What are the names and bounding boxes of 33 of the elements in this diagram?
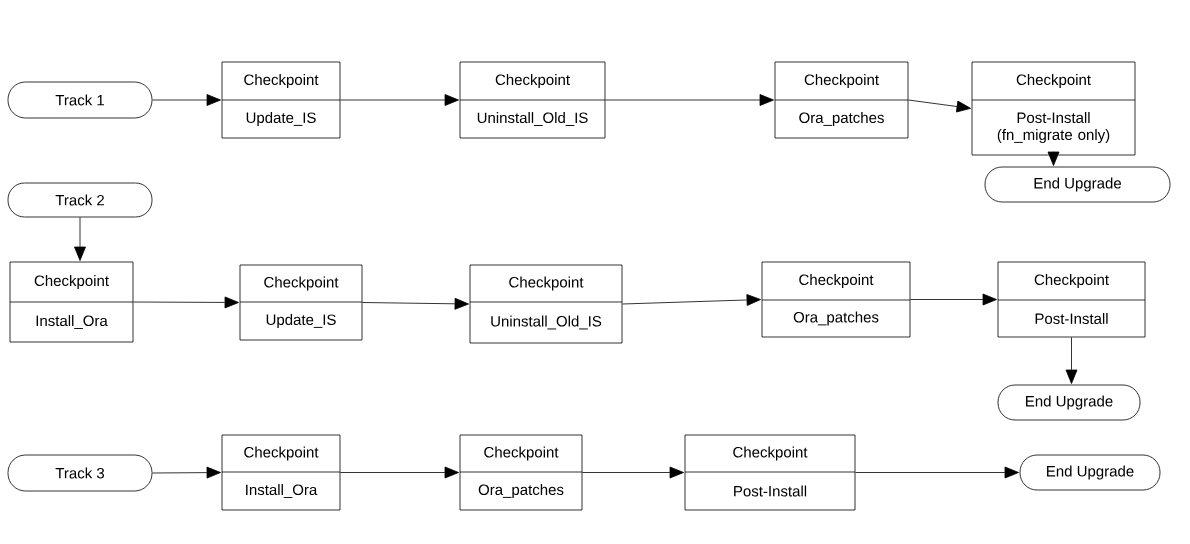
checkpoint-box: Checkpoint Ora_patches (459, 434, 583, 511)
checkpoint-box: Checkpoint Post-Install (997, 261, 1146, 338)
arrow (152, 94, 221, 106)
terminal: Track 1 (7, 81, 153, 119)
terminal: Track 2 (7, 182, 153, 218)
checkpoint-box: Checkpoint Ora_patches (761, 261, 911, 338)
arrow (908, 99, 971, 113)
arrow (152, 466, 221, 479)
arrow (855, 466, 1019, 479)
arrow (605, 94, 774, 106)
arrow (362, 297, 469, 310)
checkpoint-box: Checkpoint Ora_patches (774, 61, 909, 139)
checkpoint-box: Checkpoint Update_IS (221, 61, 341, 139)
arrow (910, 293, 997, 306)
arrow (340, 94, 459, 106)
arrow (133, 296, 239, 309)
terminal: End Upgrade (1019, 454, 1161, 491)
checkpoint-box: Checkpoint Uninstall_Old_IS (469, 264, 623, 344)
terminal: End Upgrade (984, 166, 1171, 203)
checkpoint-box: Checkpoint Install_Ora (9, 261, 134, 343)
checkpoint-box: Checkpoint Post-Install (fn_migrate only) (971, 61, 1136, 156)
arrow (340, 466, 459, 479)
checkpoint-box: Checkpoint Post-Install (684, 434, 856, 511)
arrow (74, 217, 86, 261)
checkpoint-box: Checkpoint Update_IS (239, 264, 363, 341)
terminal: End Upgrade (997, 384, 1141, 421)
arrow (1065, 337, 1078, 384)
arrow (1047, 151, 1060, 166)
checkpoint-box: Checkpoint Uninstall_Old_IS (459, 61, 606, 139)
checkpoint-box: Checkpoint Install_Ora (221, 434, 341, 511)
arrow (582, 466, 684, 479)
arrow (622, 294, 761, 306)
terminal: Track 3 (7, 454, 153, 492)
